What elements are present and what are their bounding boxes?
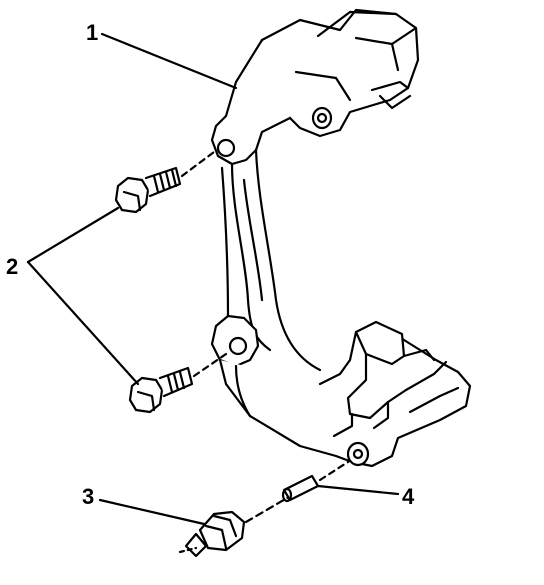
lower-pin-hole [346,441,370,467]
leader-line-4 [316,484,400,496]
leader-line-2b [26,260,140,386]
callout-label-3: 3 [82,484,95,509]
caliper-bracket [210,8,472,468]
callout-label-1: 1 [86,20,99,45]
guide-pin-bolt [178,492,296,558]
top-pin-hole [311,106,333,130]
lower-bolt-hole [228,336,248,356]
bushing [281,460,350,503]
upper-bolt-hole [216,138,236,158]
callout-label-4: 4 [402,484,415,509]
leader-line-1 [100,32,238,90]
lower-bolt [128,352,228,414]
upper-bolt [114,150,216,214]
leader-line-3 [98,498,206,526]
leader-line-2a [26,206,120,264]
callout-label-2: 2 [6,254,19,279]
